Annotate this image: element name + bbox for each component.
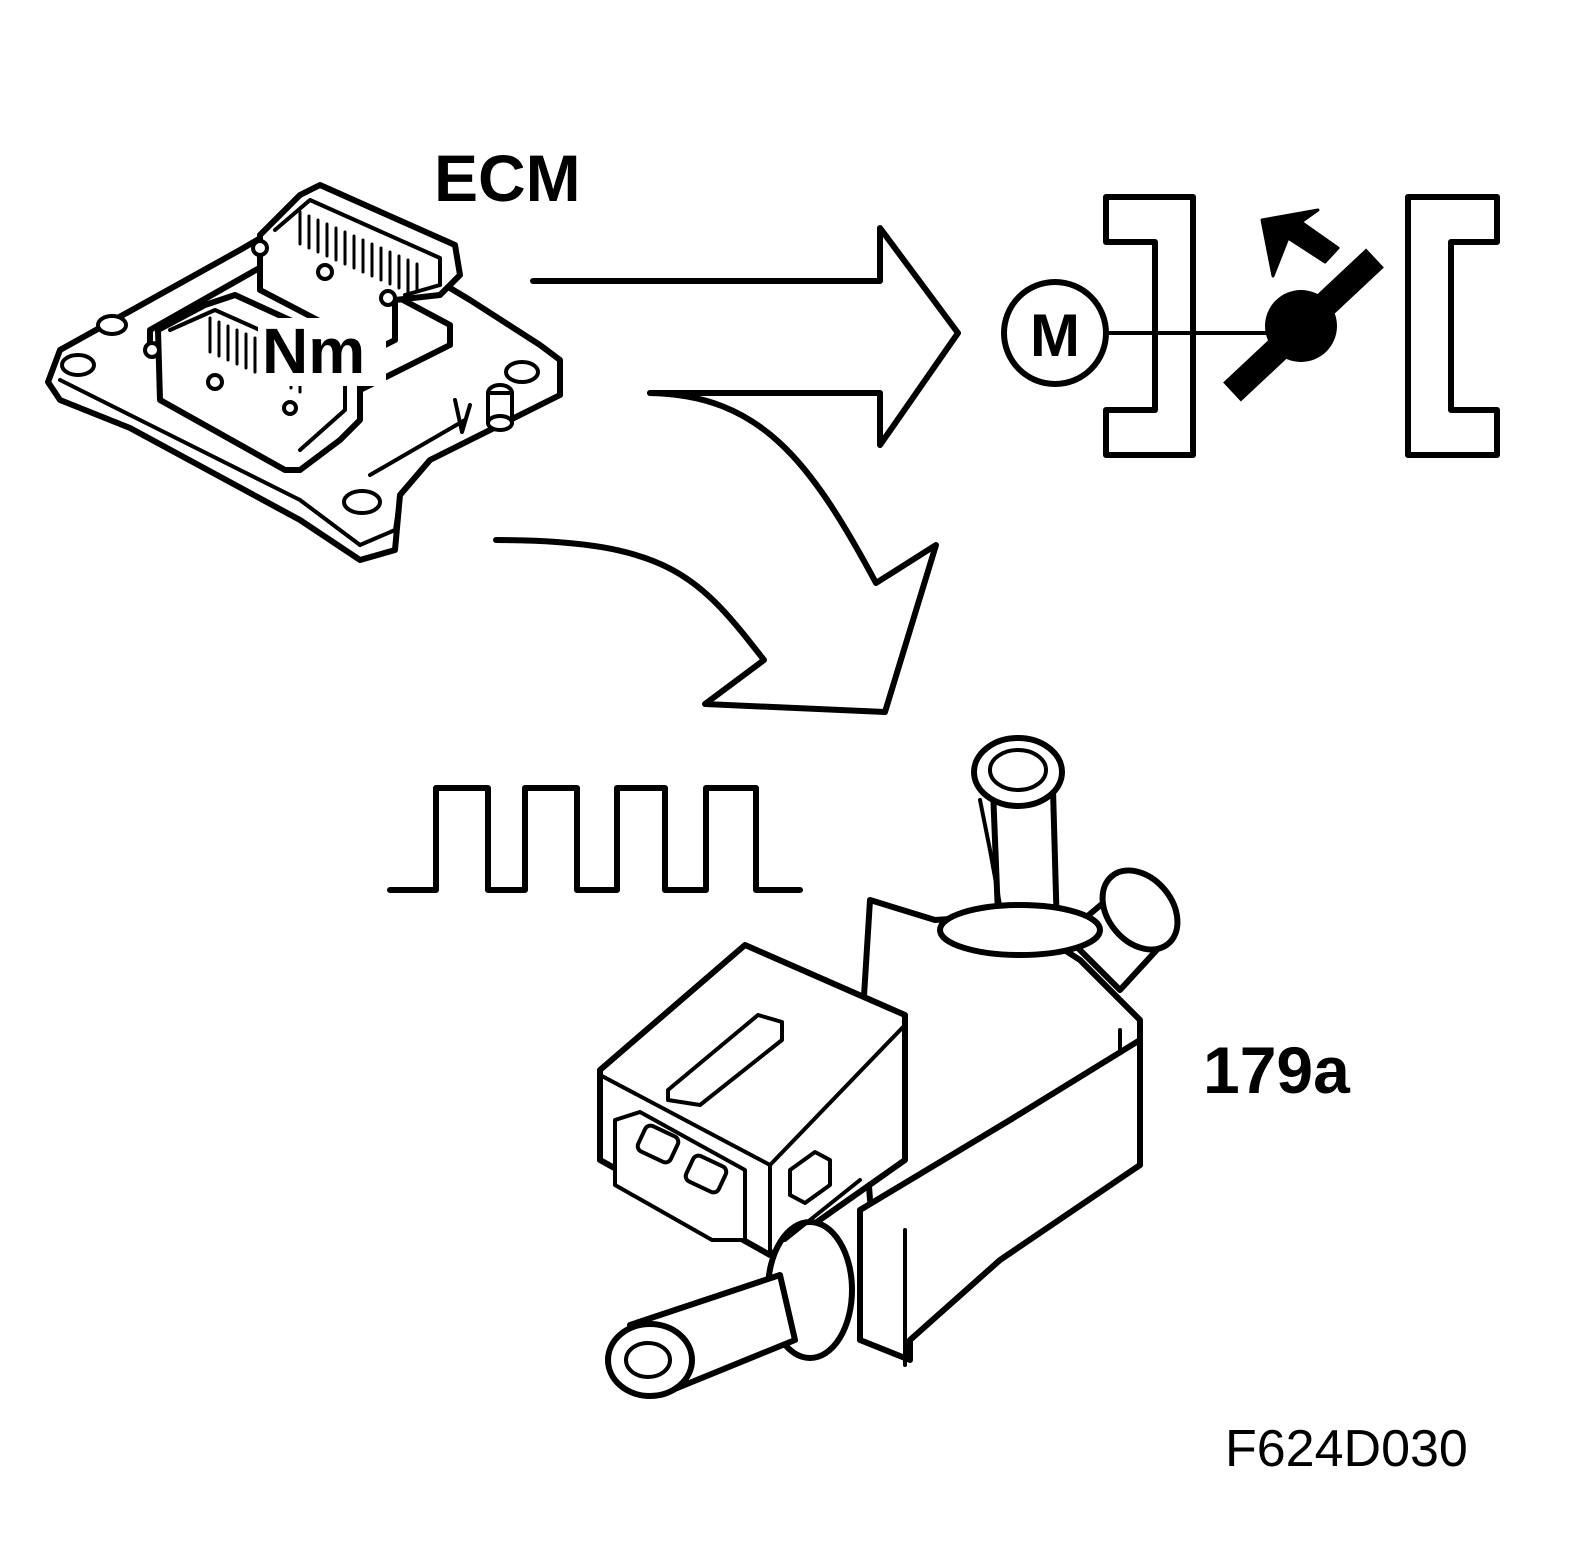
arrow-to-valve-upper <box>493 390 939 715</box>
opening-direction-arrow <box>1260 208 1340 278</box>
arrow-to-throttle <box>530 225 961 448</box>
valve-id-label: 179a <box>1203 1033 1351 1107</box>
solenoid-valve <box>597 735 1181 1399</box>
motor-label: M <box>1030 302 1080 369</box>
figure-code: F624D030 <box>1225 1420 1468 1478</box>
throttle-body <box>1103 194 1500 458</box>
ecm-control-unit <box>45 182 563 563</box>
throttle-motor: M <box>1001 279 1109 387</box>
ecm-label: ECM <box>434 141 581 215</box>
pwm-signal-waveform <box>387 785 803 893</box>
torque-label: Nm <box>262 315 365 387</box>
upper-connector-pins <box>298 210 419 294</box>
